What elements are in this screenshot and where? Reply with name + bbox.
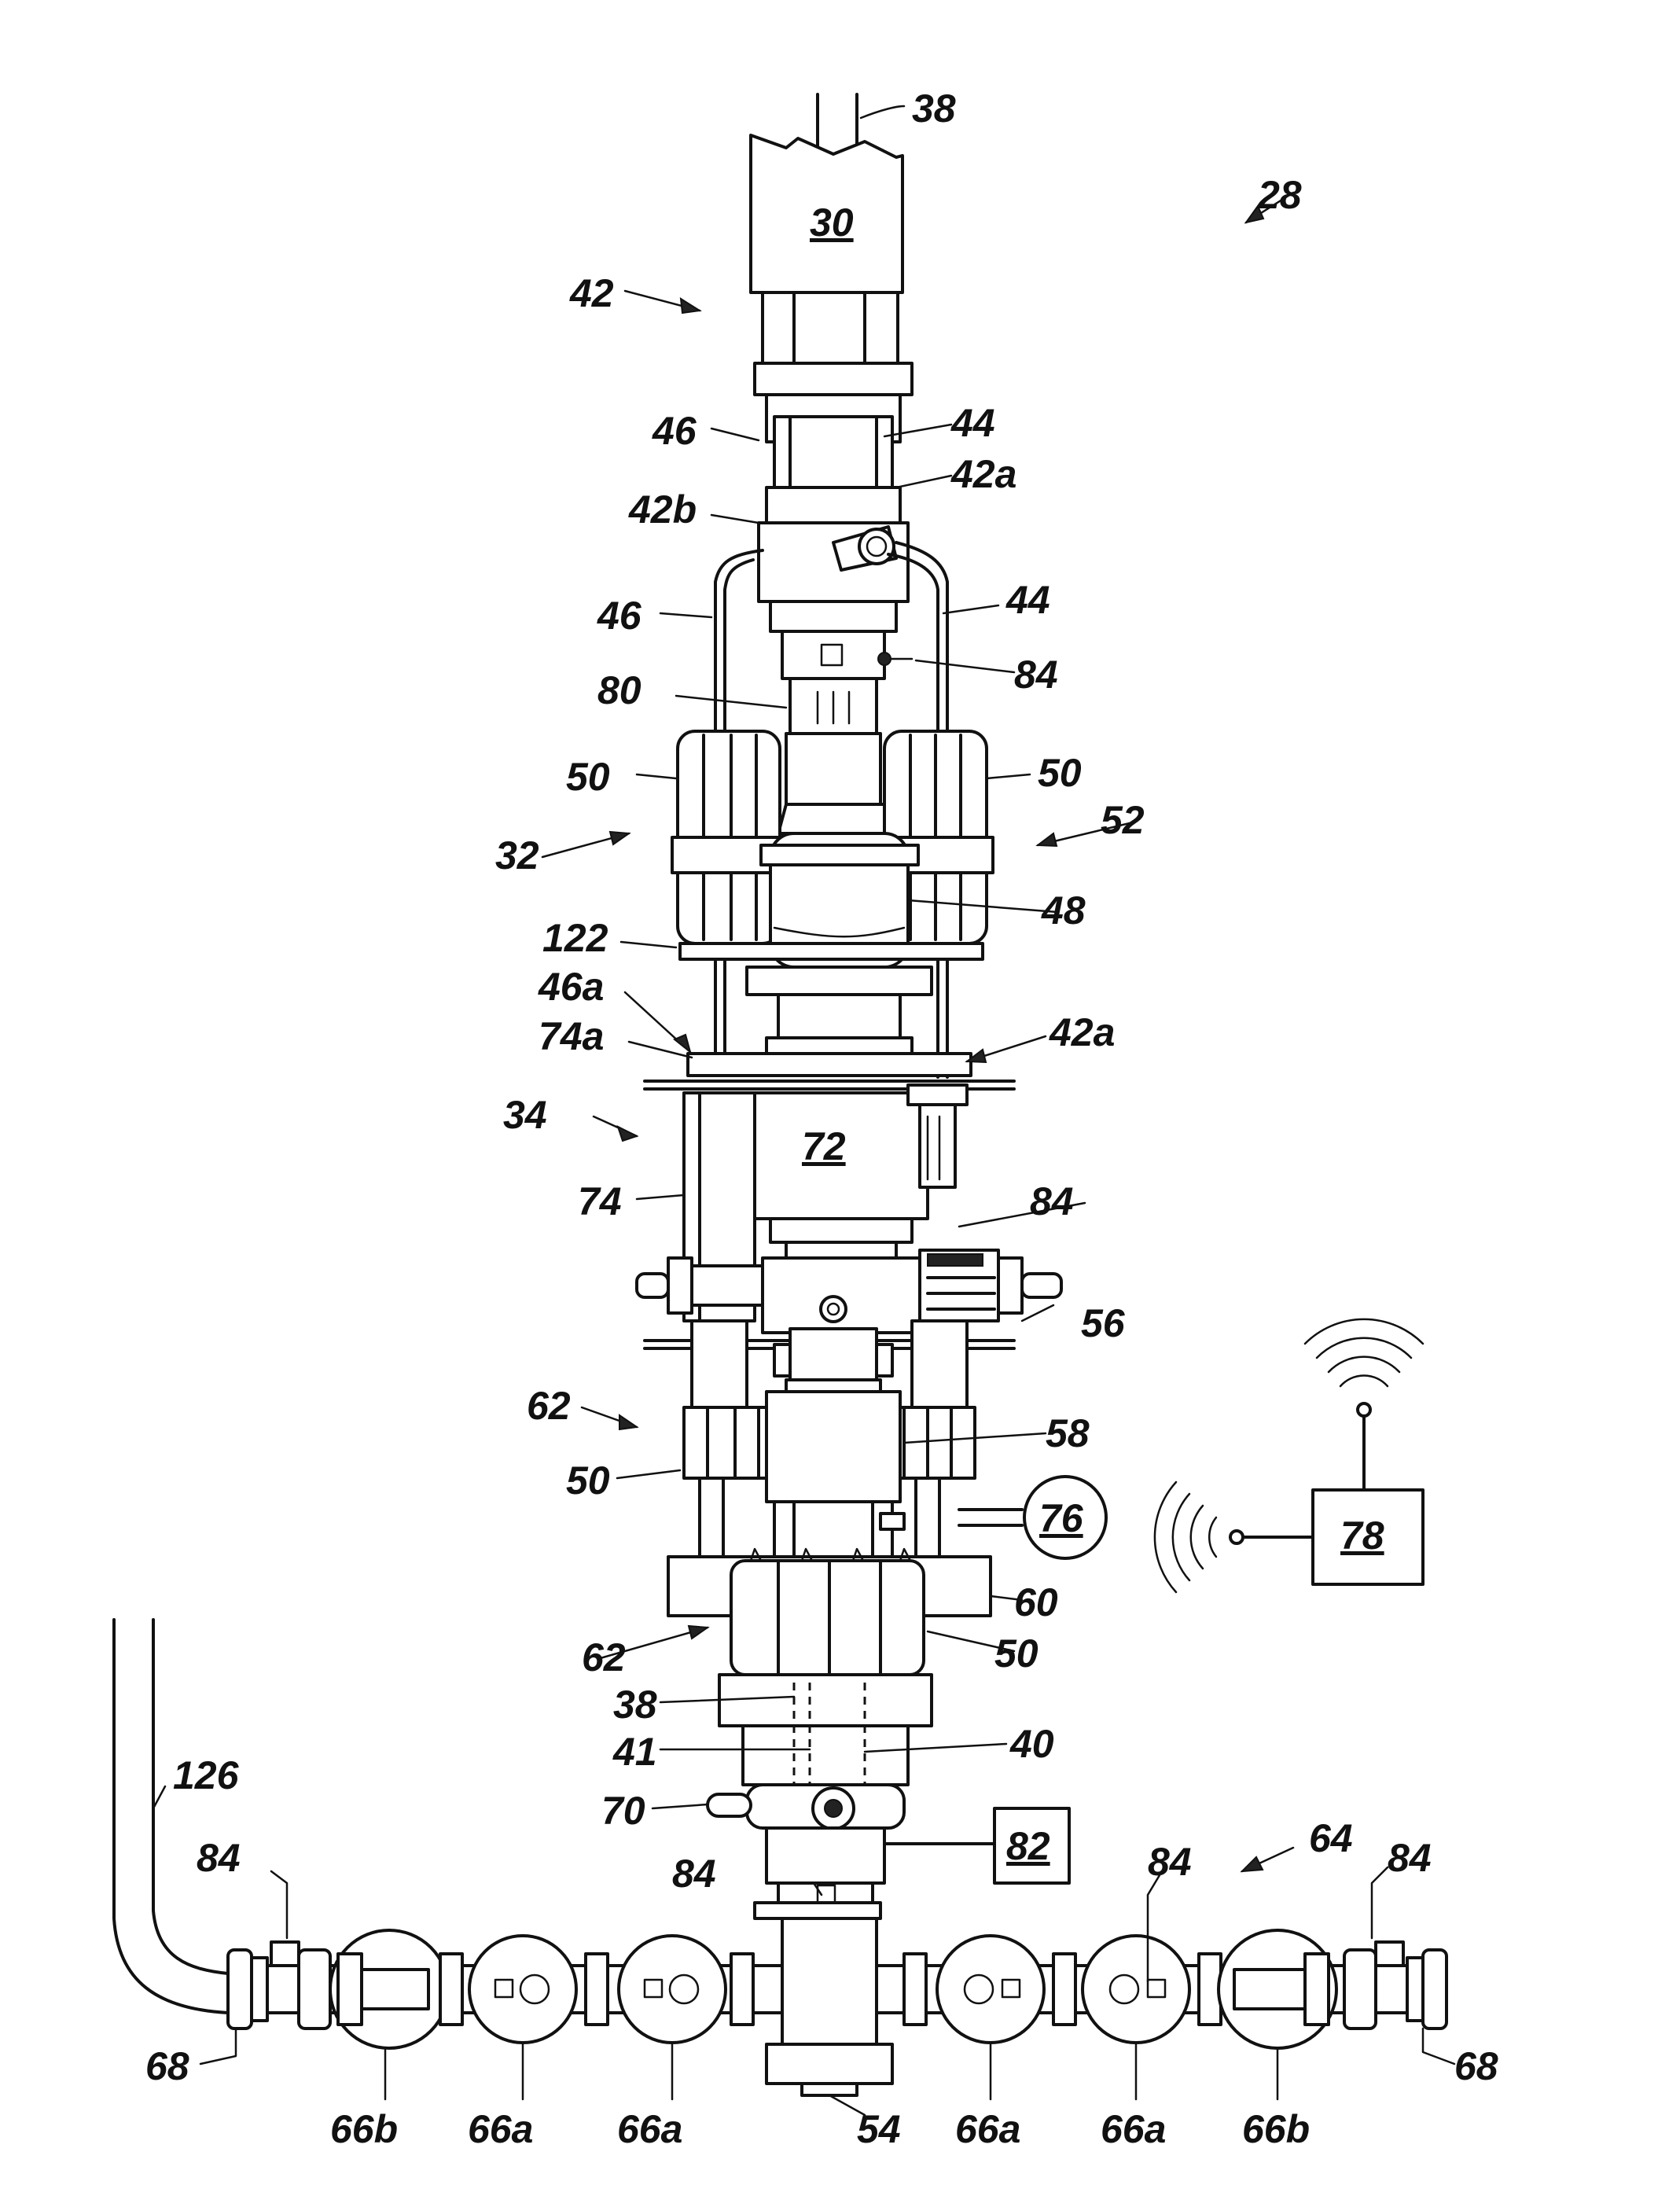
label-62: 62 (582, 1635, 626, 1679)
label-68: 68 (1454, 2044, 1498, 2088)
label-66b: 66b (1242, 2107, 1310, 2151)
label-46: 46 (652, 409, 697, 453)
label-70: 70 (601, 1789, 645, 1833)
label-48: 48 (1041, 888, 1086, 932)
label-38: 38 (613, 1683, 657, 1727)
label-68: 68 (145, 2044, 189, 2088)
label-50: 50 (566, 1458, 610, 1503)
label-42b: 42b (628, 487, 697, 532)
label-50: 50 (1038, 751, 1082, 795)
label-84: 84 (1014, 653, 1058, 697)
label-46: 46 (597, 594, 642, 638)
label-42: 42 (569, 271, 614, 315)
label-122: 122 (542, 916, 608, 960)
label-40: 40 (1009, 1722, 1054, 1766)
label-66b: 66b (330, 2107, 398, 2151)
label-44: 44 (1005, 578, 1050, 622)
label-84: 84 (1148, 1840, 1192, 1884)
label-28: 28 (1257, 173, 1302, 217)
label-76: 76 (1039, 1496, 1084, 1540)
label-82: 82 (1006, 1824, 1050, 1868)
label-58: 58 (1046, 1411, 1090, 1455)
label-66a: 66a (468, 2107, 533, 2151)
label-32: 32 (495, 833, 539, 877)
label-52: 52 (1101, 798, 1145, 842)
label-66a: 66a (955, 2107, 1020, 2151)
label-80: 80 (597, 668, 641, 712)
label-34: 34 (503, 1093, 547, 1137)
label-84: 84 (672, 1852, 716, 1896)
label-46a: 46a (538, 965, 604, 1009)
label-50: 50 (566, 755, 610, 799)
bop-stack (637, 1054, 1061, 1918)
label-44: 44 (950, 401, 995, 445)
label-126: 126 (173, 1753, 240, 1797)
label-54: 54 (857, 2107, 901, 2151)
label-64: 64 (1309, 1816, 1353, 1860)
label-56: 56 (1081, 1301, 1126, 1345)
label-42a: 42a (1049, 1010, 1115, 1054)
label-38: 38 (912, 86, 956, 131)
label-42a: 42a (950, 452, 1016, 496)
label-74a: 74a (539, 1014, 604, 1058)
label-72: 72 (802, 1124, 846, 1168)
label-84: 84 (197, 1836, 241, 1880)
label-62: 62 (527, 1384, 571, 1428)
label-41: 41 (612, 1730, 657, 1774)
label-66a: 66a (1101, 2107, 1166, 2151)
label-66a: 66a (617, 2107, 682, 2151)
label-84: 84 (1388, 1836, 1432, 1880)
label-78: 78 (1340, 1514, 1384, 1558)
label-50: 50 (994, 1631, 1039, 1675)
label-60: 60 (1014, 1580, 1058, 1624)
label-30: 30 (810, 200, 854, 245)
label-84: 84 (1030, 1179, 1074, 1223)
label-74: 74 (578, 1179, 622, 1223)
